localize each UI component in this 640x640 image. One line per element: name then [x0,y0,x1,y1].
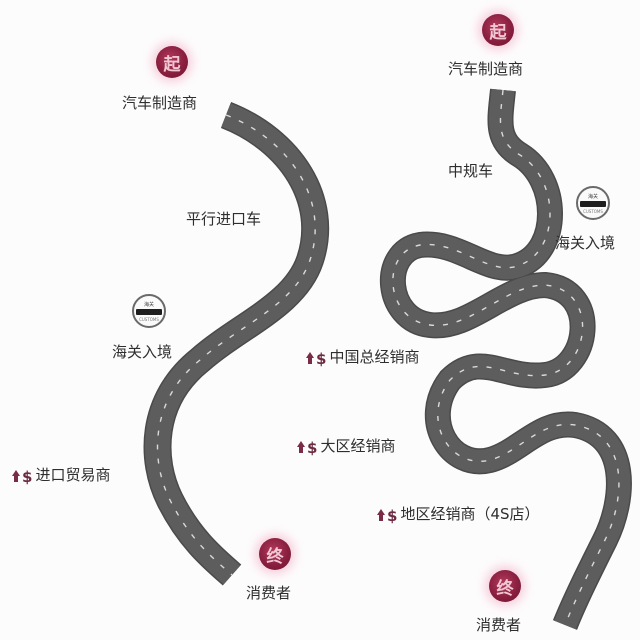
step-label: 中国总经销商 [329,348,420,366]
step-national-distributor: $中国总经销商 [306,348,419,368]
consumer-label-left: 消费者 [246,584,292,602]
money-up-icon: $ [306,350,326,368]
start-badge-text: 起 [489,22,507,43]
step-label: 大区经销商 [320,437,396,455]
step-local-dealer: $地区经销商（4S店） [377,505,540,525]
end-badge-left: 终 [259,538,291,570]
step-label: 地区经销商（4S店） [400,505,540,523]
consumer-label-right: 消费者 [476,616,522,634]
customs-entry-label-left: 海关入境 [112,343,173,361]
right-road [379,88,632,630]
step-import-trader: $进口贸易商 [12,466,110,486]
left-road [143,101,330,586]
customs-seal-icon: 海关 CUSTOMS [132,294,166,328]
end-badge-text: 终 [266,546,284,567]
money-up-icon: $ [297,439,317,457]
start-badge-text: 起 [163,54,181,75]
parallel-import-label: 平行进口车 [186,210,262,228]
manufacturer-label-right: 汽车制造商 [448,60,524,78]
manufacturer-label-left: 汽车制造商 [122,94,198,112]
start-badge-right: 起 [482,14,514,46]
money-up-icon: $ [12,468,32,486]
customs-entry-label-right: 海关入境 [555,234,616,252]
step-label: 进口贸易商 [35,466,111,484]
step-regional-distributor: $大区经销商 [297,437,395,457]
customs-seal-icon: 海关 CUSTOMS [576,186,610,220]
end-badge-right: 终 [489,570,521,602]
start-badge-left: 起 [156,46,188,78]
regular-import-label: 中规车 [448,162,494,180]
end-badge-text: 终 [496,578,514,599]
money-up-icon: $ [377,507,397,525]
